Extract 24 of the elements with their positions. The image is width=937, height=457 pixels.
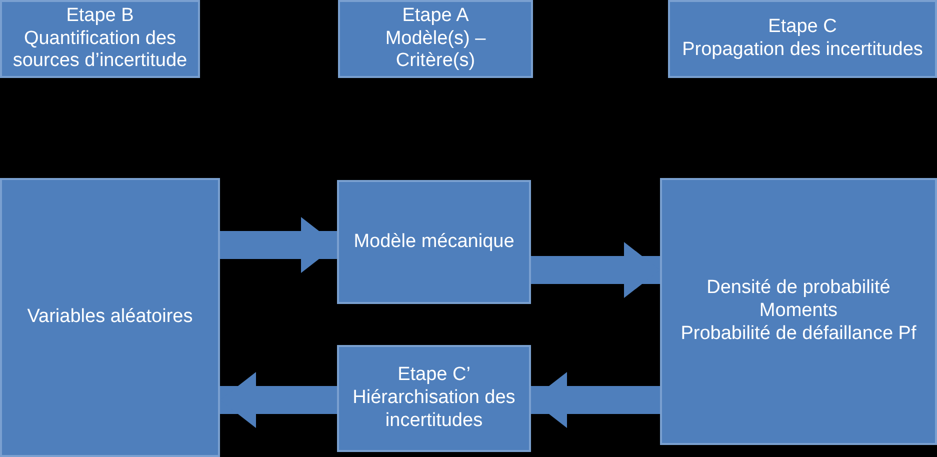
- box-text: Moments: [759, 300, 838, 323]
- process-box: [660, 178, 937, 445]
- block-arrow: [531, 372, 660, 428]
- block-arrow: [531, 242, 660, 298]
- box-text: Etape C: [768, 16, 837, 39]
- box-text: Probabilité de défaillance Pf: [680, 322, 916, 346]
- process-box: [0, 178, 220, 457]
- box-text: Densité de probabilité: [706, 277, 890, 300]
- process-box: [337, 345, 531, 452]
- box-text: Hiérarchisation des incertitudes: [352, 387, 516, 433]
- process-box: [0, 0, 200, 78]
- box-text: Etape C’: [398, 364, 470, 388]
- box-text: Etape B: [66, 4, 134, 28]
- block-arrow: [220, 372, 337, 428]
- box-text: Modèle(s) – Critère(s): [384, 28, 487, 74]
- process-box: [668, 0, 937, 78]
- box-text: Variables aléatoires: [27, 306, 193, 329]
- box-text: Propagation des incertitudes: [682, 39, 923, 62]
- process-box: [338, 0, 533, 78]
- box-text: Quantification des sources d’incertitude: [12, 28, 188, 74]
- box-text: Etape A: [402, 4, 469, 28]
- block-arrow: [220, 217, 337, 273]
- process-box: [337, 180, 531, 304]
- box-text: Modèle mécanique: [354, 230, 514, 254]
